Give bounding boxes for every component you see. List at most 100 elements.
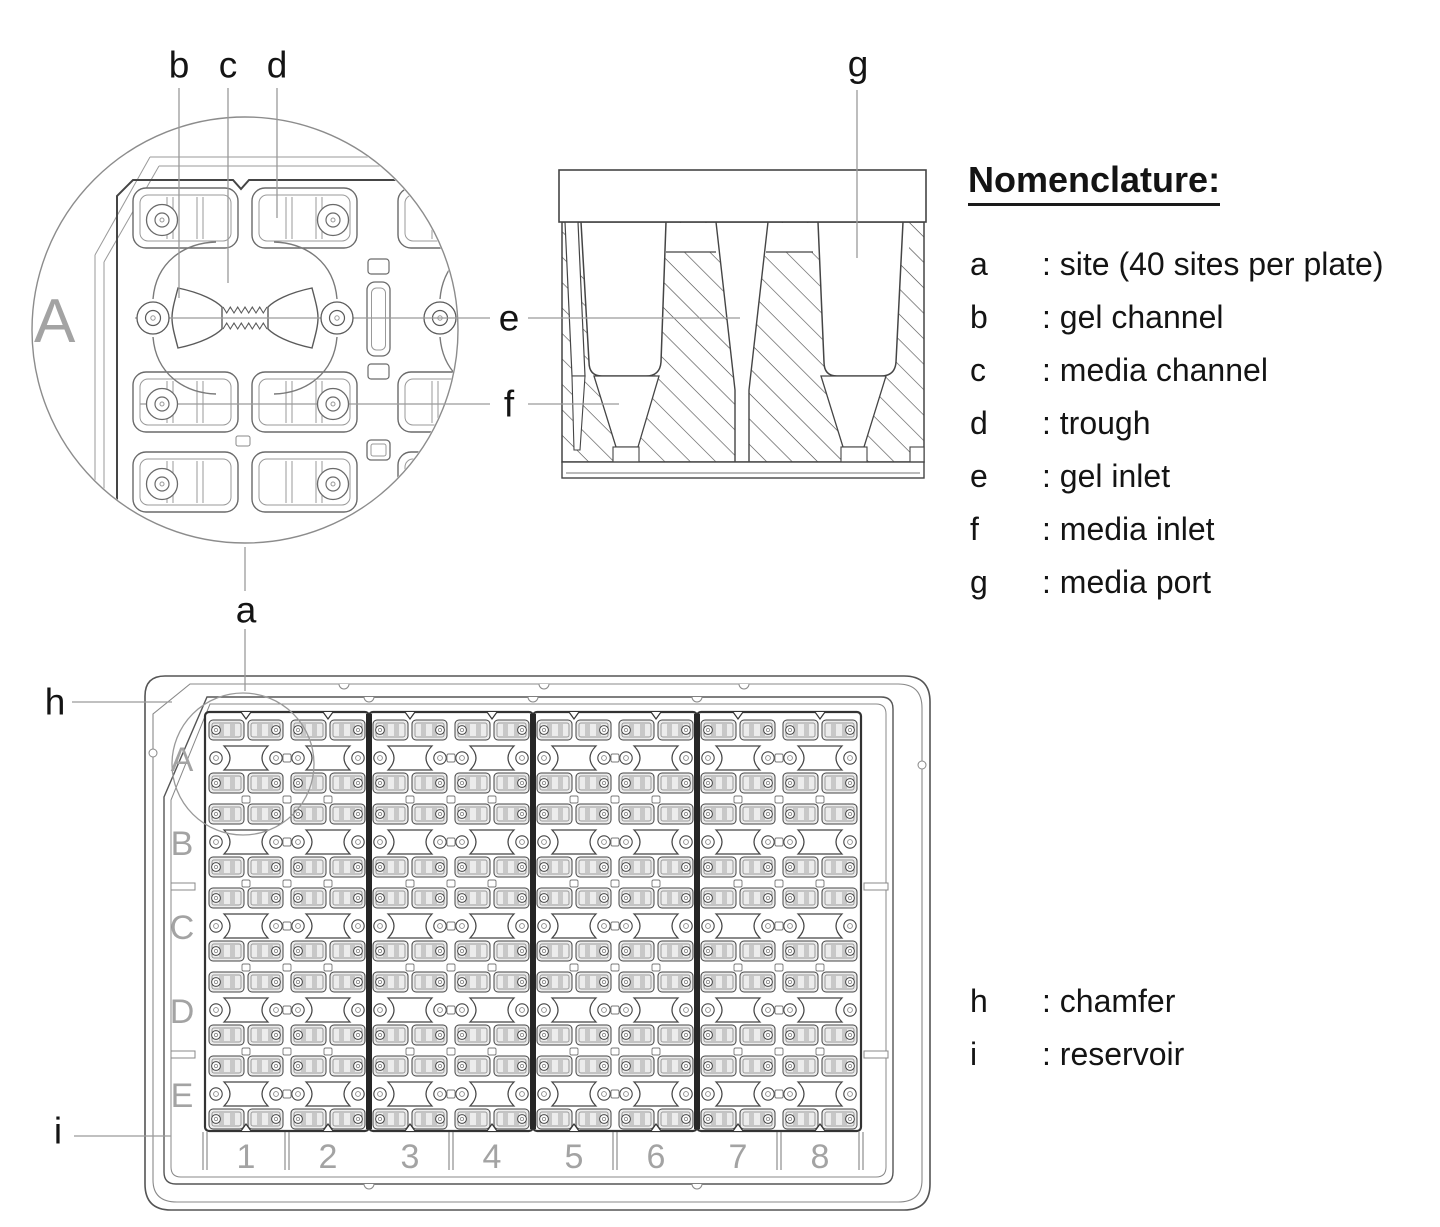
- callout-c: c: [218, 44, 238, 86]
- trough-slot: [667, 1113, 672, 1125]
- nomenclature-item: a: site (40 sites per plate): [970, 242, 1440, 286]
- trough: [208, 1108, 245, 1130]
- media-inlet-circle: [154, 396, 170, 412]
- trough-slot: [257, 777, 262, 789]
- media-inlet-circle: [785, 977, 795, 987]
- panel-notch: [486, 711, 498, 721]
- media-inlet-circle: [457, 977, 467, 987]
- rim-chamfer-line: [103, 165, 160, 263]
- gutter-nub: [610, 1005, 620, 1015]
- trough-slot: [514, 1060, 519, 1072]
- media-inlet-circle: [457, 778, 467, 788]
- trough-slot: [465, 1113, 470, 1125]
- trough: [247, 772, 284, 794]
- trough-inner: [258, 378, 351, 426]
- trough-slot: [596, 1113, 601, 1125]
- trough-slot: [350, 892, 355, 904]
- trough-slot: [711, 945, 716, 957]
- media-inlet-dot: [519, 727, 525, 733]
- trough-slot: [711, 777, 716, 789]
- gel-inlet-dot: [377, 839, 383, 845]
- trough-inner: [404, 458, 457, 506]
- media-inlet-dot: [541, 1063, 547, 1069]
- gap-nub: [487, 1047, 497, 1056]
- trough-slot: [831, 808, 836, 820]
- gel-inlet-circle: [291, 751, 305, 765]
- connector-square-inner: [370, 443, 387, 457]
- gel-inlet-circle: [597, 751, 611, 765]
- trough: [290, 719, 327, 741]
- trough: [290, 1108, 327, 1130]
- trough-slot: [640, 777, 645, 789]
- trough-slot: [394, 777, 399, 789]
- cross-section-view: [558, 169, 927, 479]
- media-inlet-dot: [765, 1116, 771, 1122]
- trough-slot: [257, 1029, 262, 1041]
- trough: [329, 856, 366, 878]
- gel-channel: [632, 1081, 680, 1107]
- trough: [700, 1108, 737, 1130]
- media-inlet-dot: [623, 1063, 629, 1069]
- media-inlet-dot: [355, 727, 361, 733]
- trough-slot: [394, 892, 399, 904]
- trough-slot: [268, 724, 273, 736]
- trough-slot: [722, 1113, 727, 1125]
- trough-slot: [831, 1113, 836, 1125]
- gap-nub: [241, 879, 251, 888]
- gel-inlet-dot: [623, 1007, 629, 1013]
- gel-inlet-circle: [783, 919, 797, 933]
- trough-slot: [394, 724, 399, 736]
- media-inlet-circle: [211, 1061, 221, 1071]
- trough: [782, 971, 819, 993]
- media-inlet-circle: [763, 946, 773, 956]
- media-inlet-circle: [763, 809, 773, 819]
- trough-slot: [558, 1060, 563, 1072]
- trough: [411, 971, 448, 993]
- gel-channel: [386, 997, 434, 1023]
- trough-slot: [547, 1029, 552, 1041]
- trough-slot: [842, 945, 847, 957]
- trough-slot: [667, 861, 672, 873]
- trough-slot: [230, 777, 235, 789]
- trough: [454, 940, 491, 962]
- trough-slot: [629, 976, 634, 988]
- trough-slot: [476, 1029, 481, 1041]
- trough-slot: [476, 777, 481, 789]
- media-port-left: [580, 221, 667, 377]
- gel-inlet-dot: [683, 923, 689, 929]
- plate-view: [144, 675, 931, 1211]
- media-inlet-circle: [763, 1030, 773, 1040]
- trough-slot: [476, 724, 481, 736]
- trough-slot: [678, 1029, 683, 1041]
- media-inlet-dot: [273, 727, 279, 733]
- trough-slot: [831, 861, 836, 873]
- trough: [411, 1024, 448, 1046]
- gel-channel: [796, 745, 844, 771]
- trough: [821, 887, 858, 909]
- gutter-nub: [282, 963, 292, 972]
- gel-inlet-circle: [619, 919, 633, 933]
- trough: [618, 971, 655, 993]
- gel-inlet-dot: [787, 923, 793, 929]
- trough: [657, 1024, 694, 1046]
- nomenclature-def: : media channel: [1042, 352, 1268, 388]
- trough: [411, 803, 448, 825]
- media-inlet-dot: [437, 780, 443, 786]
- trough-slot: [421, 777, 426, 789]
- gap-nub: [569, 879, 579, 888]
- trough-slot: [339, 1113, 344, 1125]
- trough: [739, 940, 776, 962]
- trough: [657, 772, 694, 794]
- media-inlet-circle: [353, 1061, 363, 1071]
- trough-slot: [219, 1113, 224, 1125]
- gap-nub: [651, 963, 661, 972]
- trough: [493, 719, 530, 741]
- gel-inlet-dot: [519, 1091, 525, 1097]
- trough-slot: [394, 808, 399, 820]
- trough-slot: [793, 1029, 798, 1041]
- trough: [454, 971, 491, 993]
- panel-notch: [486, 1122, 498, 1132]
- media-inlet-circle: [435, 977, 445, 987]
- gel-inlet-circle: [433, 1003, 447, 1017]
- connector-pad: [367, 258, 390, 275]
